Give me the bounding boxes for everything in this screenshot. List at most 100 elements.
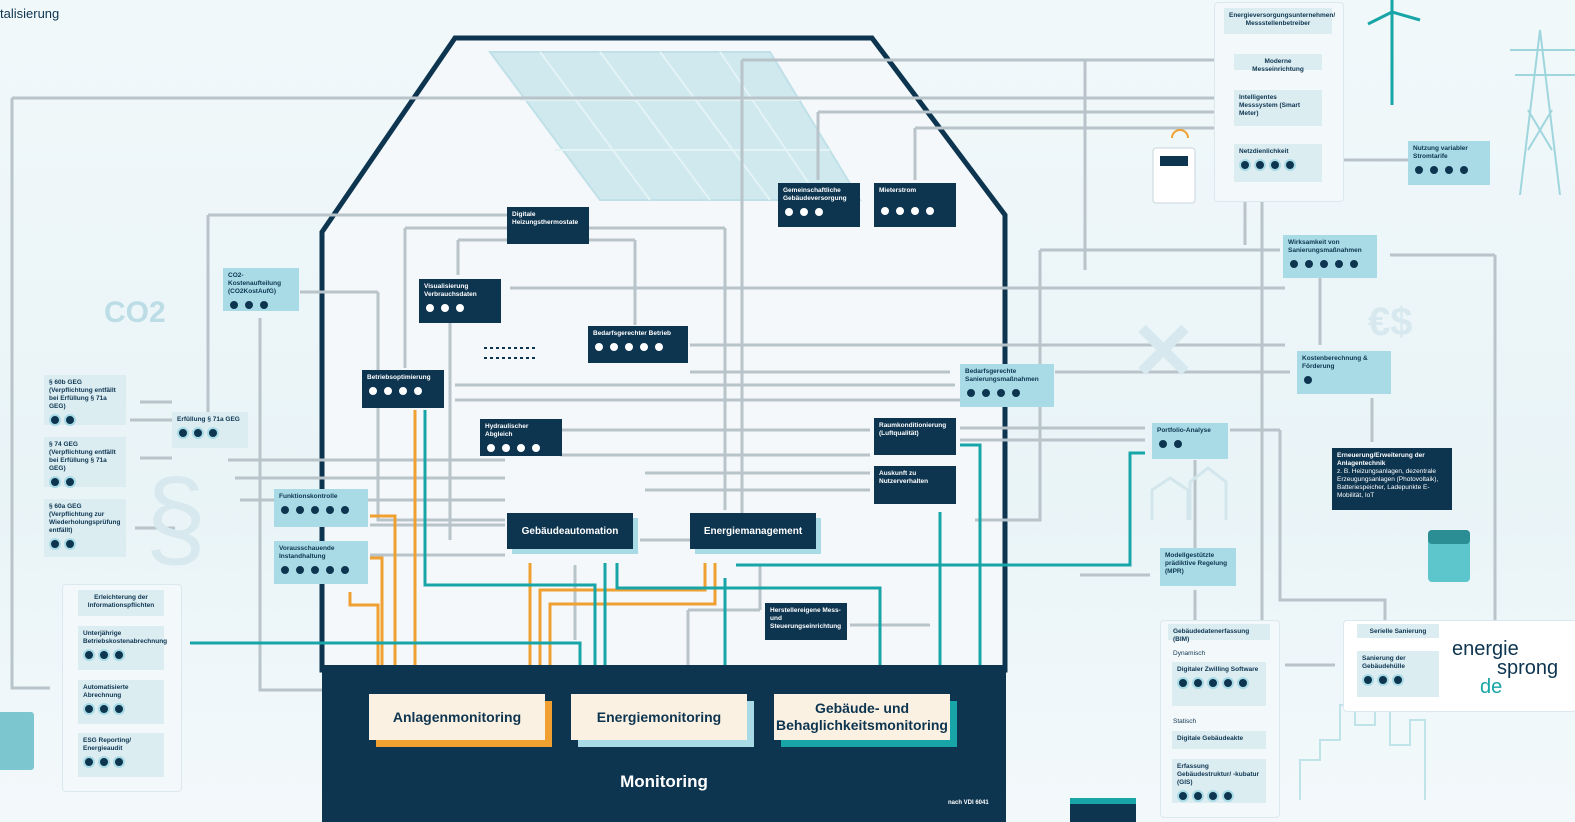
node-energiemonitoring[interactable]: Energiemonitoring: [571, 694, 747, 740]
stakeholder-icon: [1288, 258, 1300, 270]
stakeholder-icon: [339, 504, 351, 516]
node-60b-geg[interactable]: § 60b GEG (Verpflichtung entfällt bei Er…: [44, 375, 126, 426]
stakeholder-icon: [980, 387, 992, 399]
stakeholder-icon: [309, 504, 321, 516]
node-digitale-gebaeudeakte[interactable]: Digitale Gebäudeakte: [1172, 731, 1266, 749]
stakeholder-icon: [339, 564, 351, 576]
stakeholder-icon: [98, 649, 110, 661]
stakeholder-icon: [623, 341, 635, 353]
stakeholder-icon: [965, 387, 977, 399]
grey-connectors: [10, 58, 1497, 692]
stakeholder-icon: [1362, 674, 1374, 686]
stakeholder-icon: [454, 302, 466, 314]
stakeholder-icon: [1458, 164, 1470, 176]
stakeholder-icon: [593, 341, 605, 353]
node-mpr[interactable]: Modellgestützte prädiktive Regelung (MPR…: [1160, 548, 1236, 586]
node-digitale-heizungsthermostate[interactable]: Digitale Heizungsthermostate: [507, 207, 589, 244]
node-wirksamkeit-sanierung[interactable]: Wirksamkeit von Sanierungsmaßnahmen: [1283, 235, 1377, 278]
page-title-fragment: talisierung: [0, 6, 60, 21]
node-unterjaehrige-abrechnung[interactable]: Unterjährige Betriebskostenabrechnung: [78, 626, 167, 670]
stakeholder-icon: [1192, 677, 1204, 689]
node-74-geg[interactable]: § 74 GEG (Verpflichtung entfällt bei Erf…: [44, 437, 126, 488]
stakeholder-icon: [279, 564, 291, 576]
stakeholder-icon: [83, 756, 95, 768]
node-gebaeude-behaglichkeitsmonitoring[interactable]: Gebäude- und Behaglichkeitsmonitoring: [774, 694, 950, 740]
node-variable-stromtarife[interactable]: Nutzung variabler Stromtarife: [1408, 141, 1490, 185]
node-funktionskontrolle[interactable]: Funktionskontrolle: [274, 489, 368, 527]
node-digitaler-zwilling[interactable]: Digitaler Zwilling Software: [1172, 662, 1266, 706]
node-60a-geg[interactable]: § 60a GEG (Verpflichtung zur Wiederholun…: [44, 499, 126, 557]
stakeholder-icon: [49, 476, 61, 488]
stakeholder-icon: [49, 538, 61, 550]
stakeholder-icon: [1318, 258, 1330, 270]
stakeholder-icon: [1207, 677, 1219, 689]
node-herstellereigene-einrichtung[interactable]: Herstellereigene Mess- und Steuerungsein…: [765, 603, 847, 640]
stakeholder-icon: [798, 206, 810, 218]
footer-mark: [1070, 798, 1136, 822]
stakeholder-icon: [49, 414, 61, 426]
node-raumkonditionierung[interactable]: Raumkonditionierung (Luftqualität): [874, 418, 956, 455]
stakeholder-icon: [1348, 258, 1360, 270]
node-erleichterung-informationspflichten[interactable]: Erleichterung der Informationspflichten: [78, 590, 164, 616]
label-statisch: Statisch: [1173, 718, 1197, 725]
node-esg-reporting[interactable]: ESG Reporting/ Energieaudit: [78, 733, 164, 777]
stakeholder-icon: [1010, 387, 1022, 399]
stakeholder-icon: [83, 703, 95, 715]
node-portfolio-analyse[interactable]: Portfolio-Analyse: [1152, 423, 1228, 459]
node-moderne-messeinrichtung[interactable]: Moderne Messeinrichtung: [1234, 54, 1322, 73]
stakeholder-icon: [1237, 677, 1249, 689]
euro-dollar-icon: €$: [1368, 300, 1413, 344]
node-erfassung-gis[interactable]: Erfassung Gebäudestruktur/ -kubatur (GIS…: [1172, 759, 1266, 803]
node-gebaeudedatenerfassung-bim[interactable]: Gebäudedatenerfassung (BIM): [1168, 624, 1270, 643]
node-auskunft-nutzerverhalten[interactable]: Auskunft zu Nutzerverhalten: [874, 466, 956, 504]
stakeholder-icon: [412, 385, 424, 397]
stakeholder-icon: [294, 564, 306, 576]
stakeholder-icon: [1254, 159, 1266, 171]
stakeholder-icon: [64, 476, 76, 488]
stakeholder-icon: [367, 385, 379, 397]
stakeholder-icon: [1157, 438, 1169, 450]
node-serielle-sanierung[interactable]: Serielle Sanierung: [1357, 624, 1439, 638]
stakeholder-icon: [1269, 159, 1281, 171]
stakeholder-icon: [608, 341, 620, 353]
stakeholder-icon: [98, 703, 110, 715]
node-erfuellung-71a[interactable]: Erfüllung § 71a GEG: [172, 412, 248, 448]
node-erneuerung-anlagentechnik[interactable]: Erneuerung/Erweiterung der Anlagentechni…: [1332, 448, 1452, 510]
node-co2-kostenaufteilung[interactable]: CO2-Kostenaufteilung (CO2KostAufG): [223, 268, 299, 311]
stakeholder-icon: [1177, 790, 1189, 802]
stakeholder-icon: [324, 504, 336, 516]
node-visualisierung-verbrauchsdaten[interactable]: Visualisierung Verbrauchsdaten: [419, 279, 501, 323]
stakeholder-icon: [924, 205, 936, 217]
node-betriebsoptimierung[interactable]: Betriebsoptimierung: [362, 370, 444, 408]
stakeholder-icon: [1177, 677, 1189, 689]
node-mieterstrom[interactable]: Mieterstrom: [874, 183, 956, 227]
node-sanierung-gebaeudehuelle[interactable]: Sanierung der Gebäudehülle: [1357, 651, 1439, 697]
stakeholder-icon: [1222, 677, 1234, 689]
node-hydraulischer-abgleich[interactable]: Hydraulischer Abgleich: [480, 419, 562, 456]
stakeholder-icon: [909, 205, 921, 217]
node-kostenberechnung-foerderung[interactable]: Kostenberechnung & Förderung: [1297, 351, 1391, 394]
stakeholder-icon: [995, 387, 1007, 399]
node-vorausschauende-instandhaltung[interactable]: Vorausschauende Instandhaltung: [274, 541, 368, 584]
stakeholder-icon: [228, 299, 240, 311]
stakeholder-icon: [192, 427, 204, 439]
houses-icon: [1150, 466, 1228, 520]
node-energieversorgungsunternehmen[interactable]: Energieversorgungsunternehmen/ Messstell…: [1224, 8, 1335, 34]
node-gemeinschaftliche-gebaeudeversorgung[interactable]: Gemeinschaftliche Gebäudeversorgung: [778, 183, 860, 227]
node-anlagenmonitoring[interactable]: Anlagenmonitoring: [369, 694, 545, 740]
monitoring-title: Monitoring: [620, 772, 708, 791]
stakeholder-icon: [1392, 674, 1404, 686]
label-dynamisch: Dynamisch: [1173, 650, 1206, 657]
node-automatisierte-abrechnung[interactable]: Automatisierte Abrechnung: [78, 680, 164, 724]
node-bedarfsgerechter-betrieb[interactable]: Bedarfsgerechter Betrieb: [588, 326, 688, 363]
node-gebaeudeautomation[interactable]: Gebäudeautomation: [507, 513, 633, 549]
node-bedarfsgerechte-sanierung[interactable]: Bedarfsgerechte Sanierungsmaßnahmen: [960, 364, 1054, 407]
stakeholder-icon: [207, 427, 219, 439]
tools-icon: ✕: [1130, 307, 1198, 396]
node-energiemanagement[interactable]: Energiemanagement: [690, 513, 816, 549]
stakeholder-icon: [258, 299, 270, 311]
stakeholder-icon: [485, 442, 497, 454]
node-intelligentes-messsystem[interactable]: Intelligentes Messsystem (Smart Meter): [1234, 90, 1322, 126]
node-netzdienlichkeit[interactable]: Netzdienlichkeit: [1234, 144, 1322, 182]
power-pylon-icon: [1510, 29, 1575, 196]
